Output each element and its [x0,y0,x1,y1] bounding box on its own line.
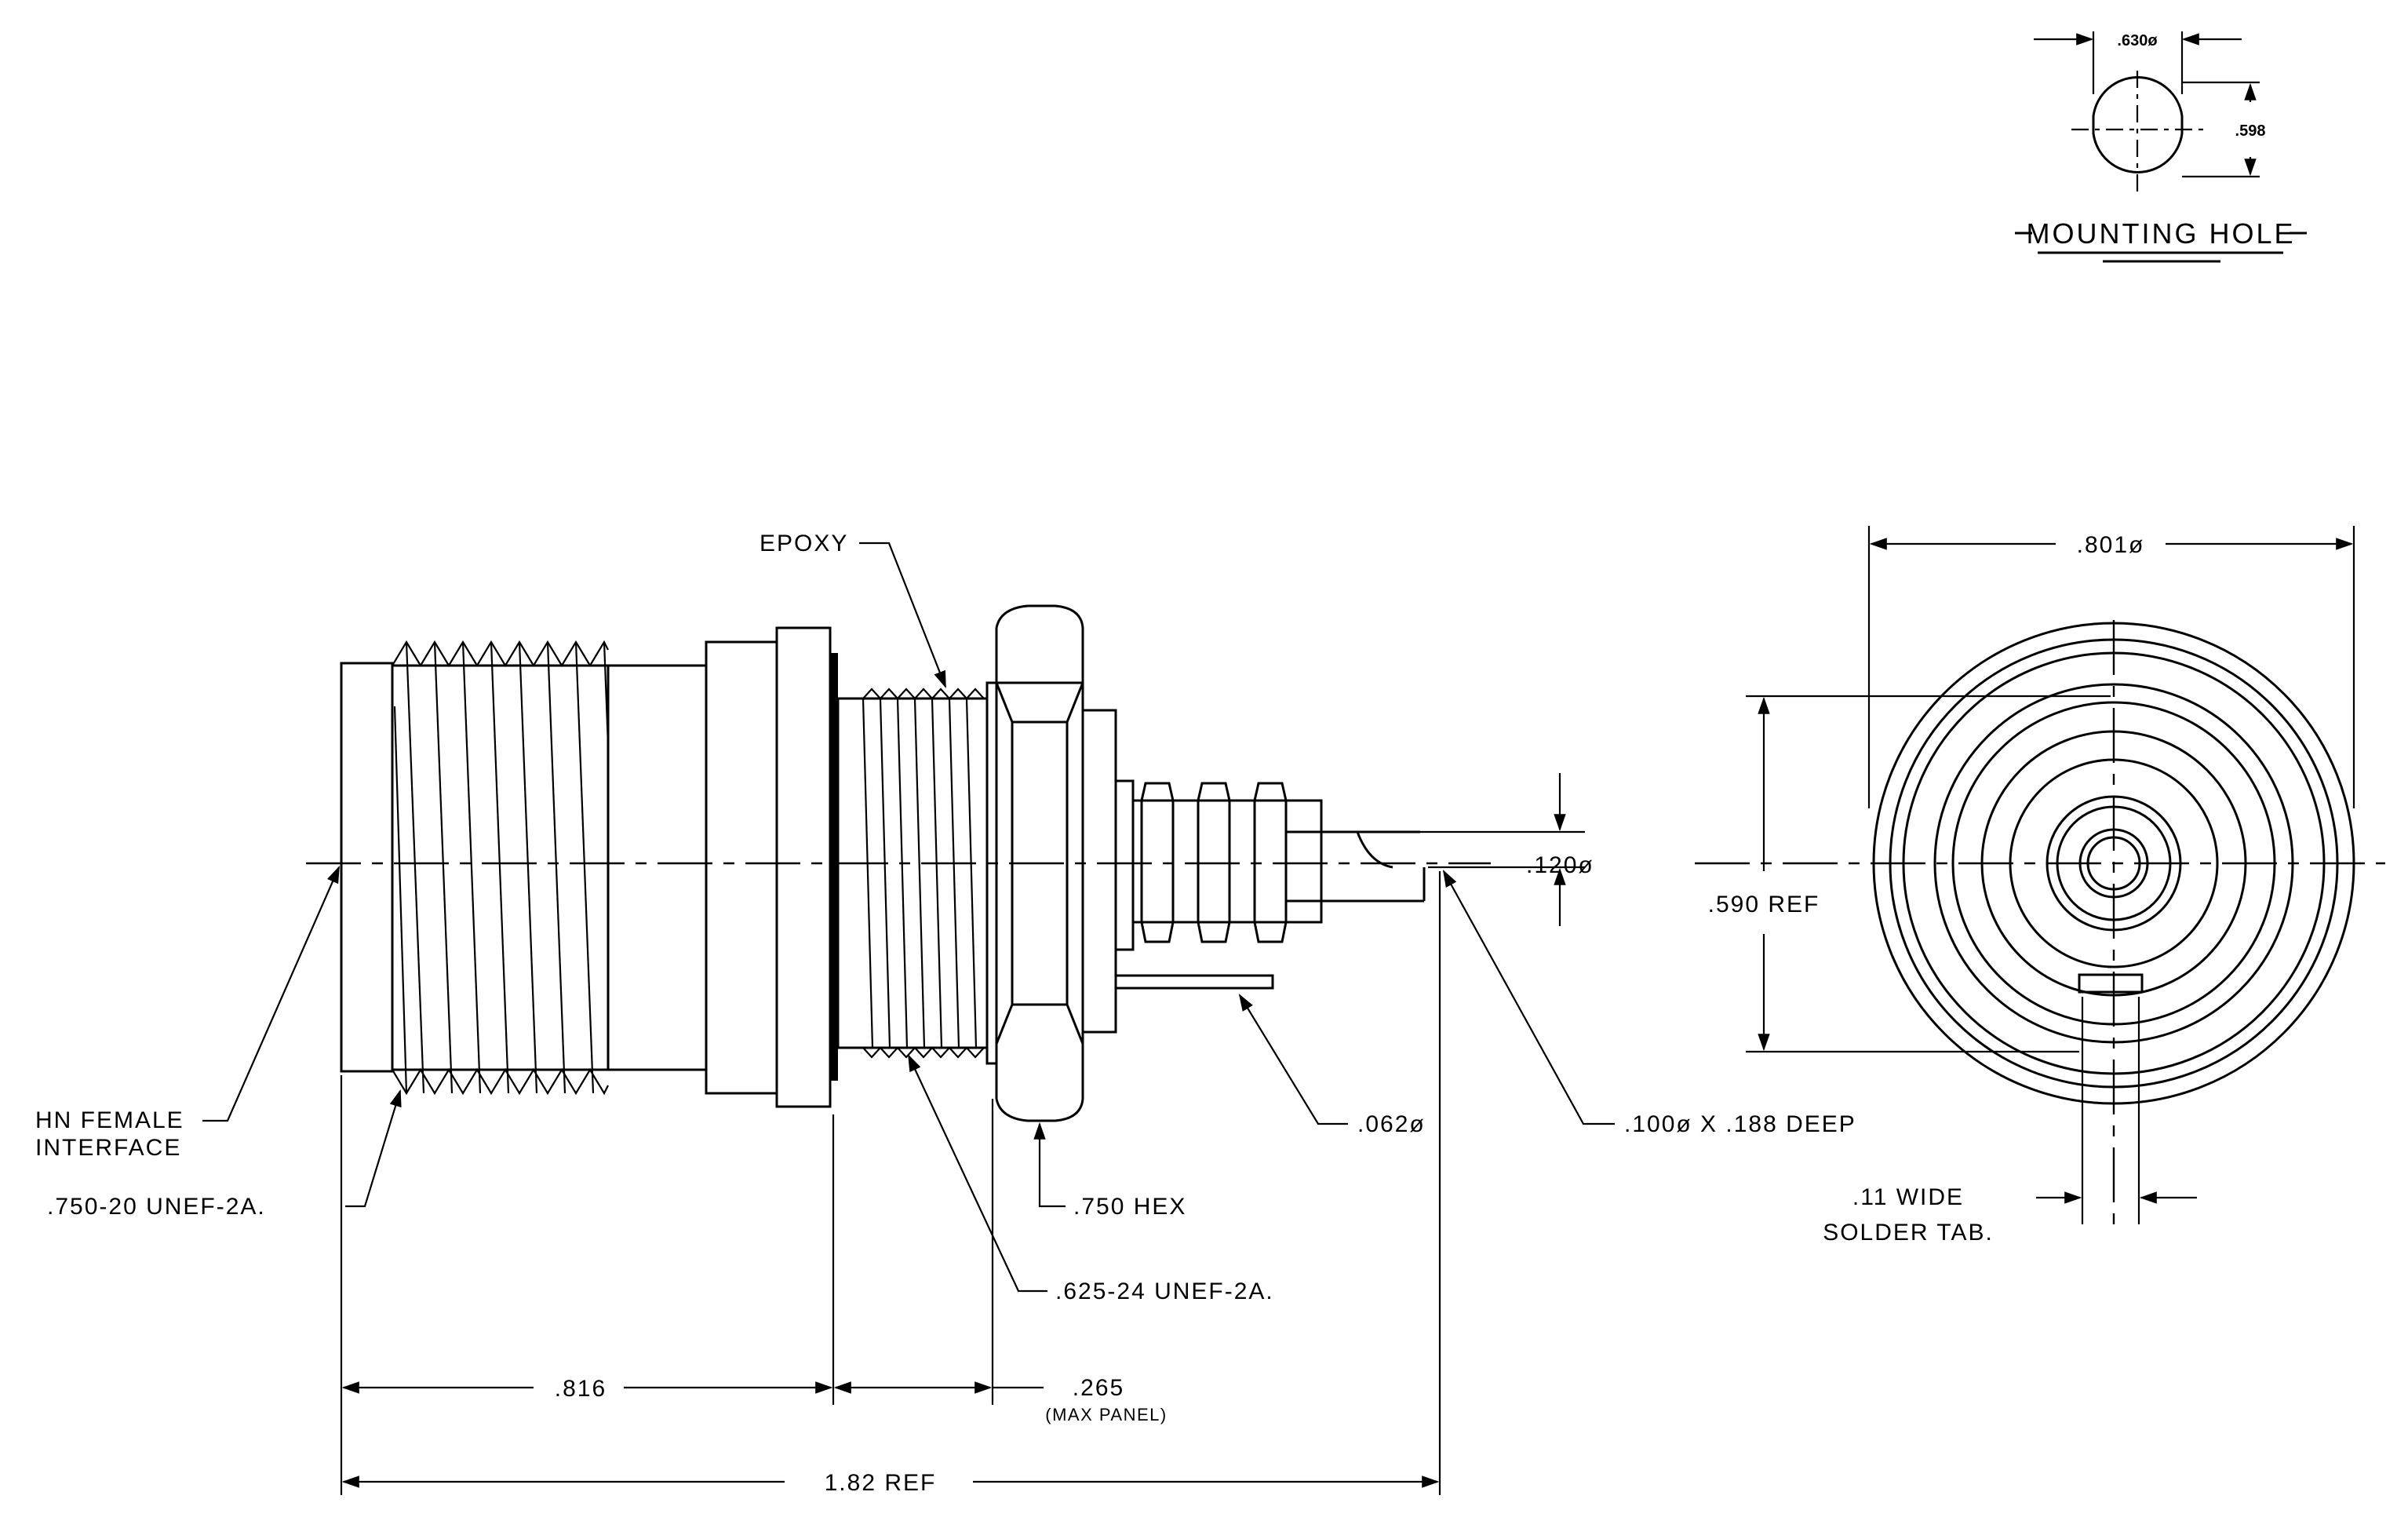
end-view-outer-circle [1872,622,2355,1105]
epoxy-label: EPOXY [760,531,848,556]
thread-750-label: .750-20 UNEF-2A. [47,1194,266,1220]
mounting-hole-view: .630ø .598 MOUNTING HOLE [2015,31,2307,263]
solder-tab-label-line2: SOLDER TAB. [1823,1220,1994,1246]
mounting-hole-title: MOUNTING HOLE [2026,217,2295,250]
rear-contact [1114,779,1426,990]
thread-625-label: .625-24 UNEF-2A. [1055,1278,1274,1304]
rear-thread [862,688,985,1059]
flange [775,626,832,1108]
solder-tab-label-line1: .11 WIDE [1852,1184,1964,1210]
ref-590-label: .590 REF [1708,892,1820,917]
dia-120-label: .120ø [1526,852,1594,878]
solder-tab [1114,974,1274,990]
center-contact [2086,836,2141,891]
hex-750-label: .750 HEX [1073,1194,1186,1220]
mounting-hole-outline [2092,76,2184,173]
body-shoulder [705,640,778,1095]
end-view: .801ø .590 REF .11 WIDE SOLDER TAB. [1695,526,2385,1246]
outer-thread [392,640,610,1096]
hex-nut [985,604,1117,1122]
interface-label-line1: HN FEMALE [35,1107,184,1133]
len-816-label: .816 [555,1376,607,1402]
len-265-label: .265 [1073,1375,1124,1401]
mounting-hole-dia-label: .630ø [2117,32,2158,49]
rear-thread-body [836,697,989,1049]
dia-801-label: .801ø [2077,532,2145,558]
interface-label-line2: INTERFACE [35,1135,181,1161]
mounting-hole-flat-label: .598 [2235,122,2266,140]
hn-interface-front [340,662,394,1073]
side-view: EPOXY HN FEMALE INTERFACE .750-20 UNEF-2… [35,531,1856,1496]
end-view-solder-tab [2078,973,2144,994]
dia-062-label: .062ø [1357,1111,1426,1137]
hole-100-label: .100ø X .188 DEEP [1624,1111,1856,1137]
len-182-label: 1.82 REF [825,1470,937,1496]
len-265-note: (MAX PANEL) [1045,1405,1167,1424]
epoxy-seal [830,653,838,1081]
